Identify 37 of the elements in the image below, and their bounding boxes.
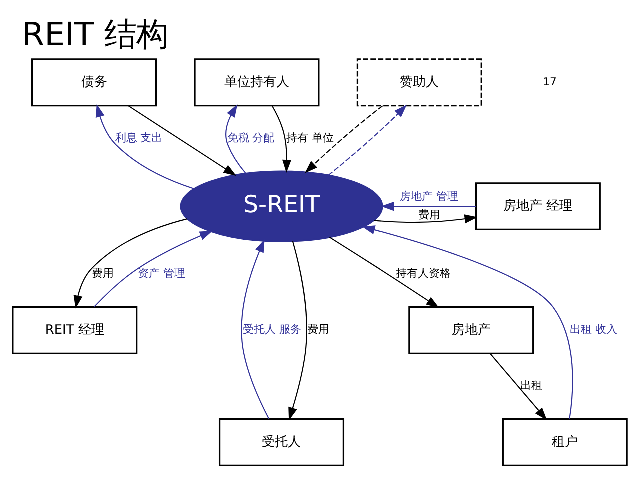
arrow <box>272 105 292 172</box>
node-box: 赞助人 <box>356 58 482 106</box>
arrow <box>305 105 384 173</box>
arrow <box>74 218 188 308</box>
arrow <box>128 105 237 176</box>
arrow <box>329 236 440 308</box>
node-box: 债务 <box>32 58 158 106</box>
arrow <box>96 104 194 189</box>
diagram-title: REIT 结构 <box>22 14 169 53</box>
node-box: REIT 经理 <box>12 306 138 354</box>
edge-label: 免税 分配 <box>227 130 275 144</box>
arrow <box>374 214 478 224</box>
node-box: 受托人 <box>218 418 345 466</box>
node-box: 房地产 <box>408 306 534 354</box>
arrow <box>288 240 308 420</box>
edge-label: 出租 <box>520 378 543 392</box>
node-box: 单位持有人 <box>194 58 320 106</box>
edge-label: 费用 <box>418 208 440 221</box>
edge-label: 利息 支出 <box>115 130 163 144</box>
edge-label: 房地产 管理 <box>400 190 459 203</box>
edge-label: 持有 单位 <box>286 130 334 144</box>
arrow <box>362 225 574 419</box>
edge-label: 受托人 服务 <box>242 322 302 336</box>
arrow <box>226 104 246 174</box>
arrow <box>328 104 408 176</box>
arrow <box>241 239 270 419</box>
arrow <box>94 230 213 307</box>
label: 17 <box>543 74 557 88</box>
edge-label: 出租 收入 <box>570 322 618 336</box>
edge-label: 持有人资格 <box>396 266 451 280</box>
arrow <box>381 202 476 211</box>
edge-label: 费用 <box>307 322 330 336</box>
edge-label: 资产 管理 <box>138 266 186 280</box>
arrow <box>490 352 548 420</box>
node-box: 租户 <box>502 418 628 466</box>
node-box: 房地产 经理 <box>475 182 601 230</box>
edge-label: 费用 <box>92 266 114 280</box>
